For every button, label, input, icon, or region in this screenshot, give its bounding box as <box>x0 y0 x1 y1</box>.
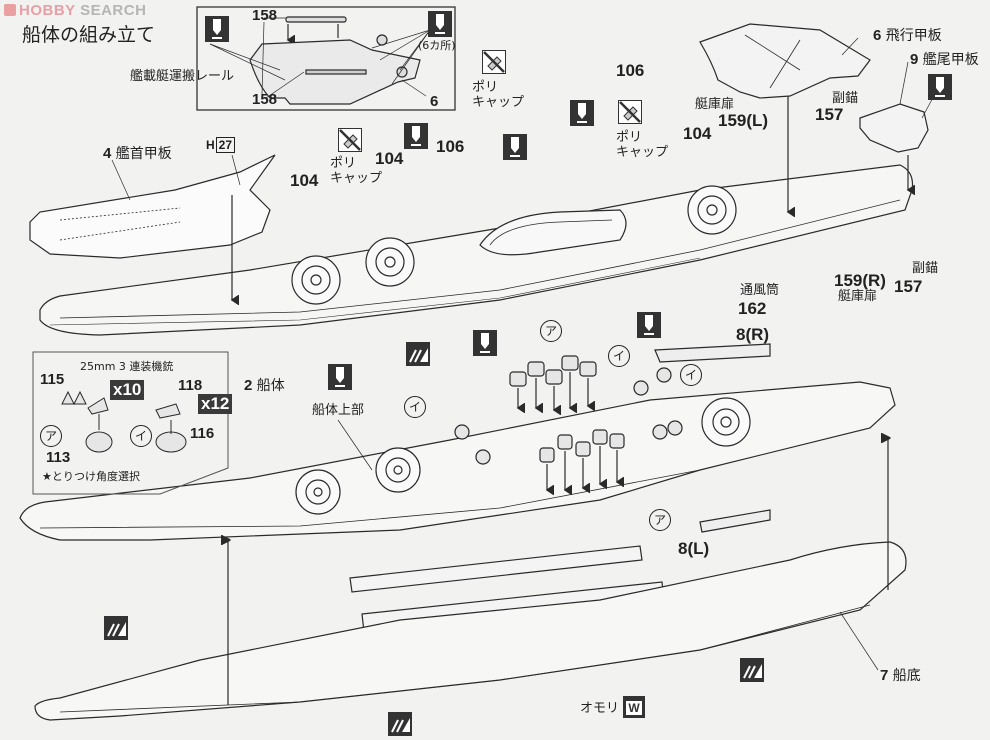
glue-icon <box>205 16 229 42</box>
bottom-hull-label: 7 船底 <box>880 667 921 684</box>
aa-gun-markers <box>454 355 683 490</box>
side-8l-label: 8(L) <box>678 539 710 558</box>
no-glue-poly-cap-icon <box>482 50 506 74</box>
weight-icon: W <box>623 696 645 718</box>
boat-door-r-name: 艇庫扉 <box>838 289 878 304</box>
side-8r-label: 8(R) <box>736 325 770 344</box>
boat-door-r-num: 159(R) <box>834 271 886 290</box>
vent-num: 162 <box>738 299 767 318</box>
hull-label: 2 船体 <box>244 377 285 394</box>
watermark: HOBBY SEARCH <box>4 2 146 19</box>
anchor-a-name: 副錨 <box>832 91 859 106</box>
poly-cap-label: ポリ キャップ <box>472 80 525 110</box>
part-113-label: 113 <box>46 449 71 466</box>
page-title: 船体の組み立て <box>22 24 156 46</box>
part-104-label: 104 <box>290 171 319 190</box>
rail-inset-frame <box>196 6 456 111</box>
boat-door-l-num: 159(L) <box>718 111 769 130</box>
flight-deck-part-6 <box>699 23 871 212</box>
boat-door-l-name: 艇庫扉 <box>695 97 735 112</box>
vent-name: 通風筒 <box>740 283 780 298</box>
part-104-label: 104 <box>683 124 712 143</box>
no-glue-poly-cap-icon <box>338 128 362 152</box>
bottom-hull-part-7 <box>34 438 907 721</box>
part-106-label: 106 <box>616 61 645 80</box>
hull-part-2 <box>39 164 914 336</box>
marker-a: ア <box>540 320 562 342</box>
marker-i: イ <box>680 364 702 386</box>
anchor-b-name: 副錨 <box>912 261 939 276</box>
bow-deck-part-4 <box>29 154 276 300</box>
bow-deck-label: 4 艦首甲板 <box>103 145 172 162</box>
aa-inset-title: 25mm 3 連装機銃 <box>80 360 174 373</box>
quantity-badge-a: x10 <box>110 380 145 400</box>
anchor-b-num: 157 <box>894 277 923 296</box>
glue-icon <box>503 134 527 160</box>
anchor-a-num: 157 <box>815 105 844 124</box>
glue-icon <box>570 100 594 126</box>
poly-cap-label: ポリ キャップ <box>616 130 669 160</box>
part-116-label: 116 <box>190 425 215 442</box>
no-glue-poly-cap-icon <box>618 100 642 124</box>
part-115-label: 115 <box>40 371 65 388</box>
stern-deck-label: 9 艦尾甲板 <box>910 51 979 68</box>
stern-deck-part-9 <box>859 61 937 190</box>
marker-i: イ <box>404 396 426 418</box>
quantity-badge-i: x12 <box>198 394 233 414</box>
part-158-top-label: 158 <box>252 7 278 24</box>
mark-i: イ <box>130 425 152 447</box>
poly-cap-label: ポリ キャップ <box>330 156 383 186</box>
part-6-label: 6 <box>430 93 439 110</box>
angle-select-note: ★とりつけ角度選択 <box>42 470 140 483</box>
mark-a: ア <box>40 425 62 447</box>
glue-icon <box>473 330 497 356</box>
cement-icon <box>406 342 430 366</box>
cement-icon <box>104 616 128 640</box>
part-158-bottom-label: 158 <box>252 91 278 108</box>
glue-icon <box>404 123 428 149</box>
glue-icon <box>637 312 661 338</box>
part-104-label: 104 <box>375 149 404 168</box>
glue-icon <box>428 11 452 37</box>
cement-icon <box>388 712 412 736</box>
glue-icon <box>928 74 952 100</box>
aa-inset-frame <box>32 351 229 495</box>
weight-label: オモリ <box>580 701 620 716</box>
part-106-label: 106 <box>436 137 465 156</box>
marker-i: イ <box>608 345 630 367</box>
marker-a: ア <box>649 509 671 531</box>
rail-part-158 <box>209 16 431 105</box>
side-parts-8 <box>654 343 771 533</box>
rail-label: 艦載艇運搬レール <box>130 69 235 84</box>
glue-note-6-places: (6カ所) <box>418 39 456 52</box>
glue-icon <box>328 364 352 390</box>
part-118-label: 118 <box>178 377 203 394</box>
flight-deck-label: 6 飛行甲板 <box>873 27 942 44</box>
upper-hull-label: 船体上部 <box>312 403 365 418</box>
cement-icon <box>740 658 764 682</box>
hobby-search-logo-icon <box>4 4 16 16</box>
